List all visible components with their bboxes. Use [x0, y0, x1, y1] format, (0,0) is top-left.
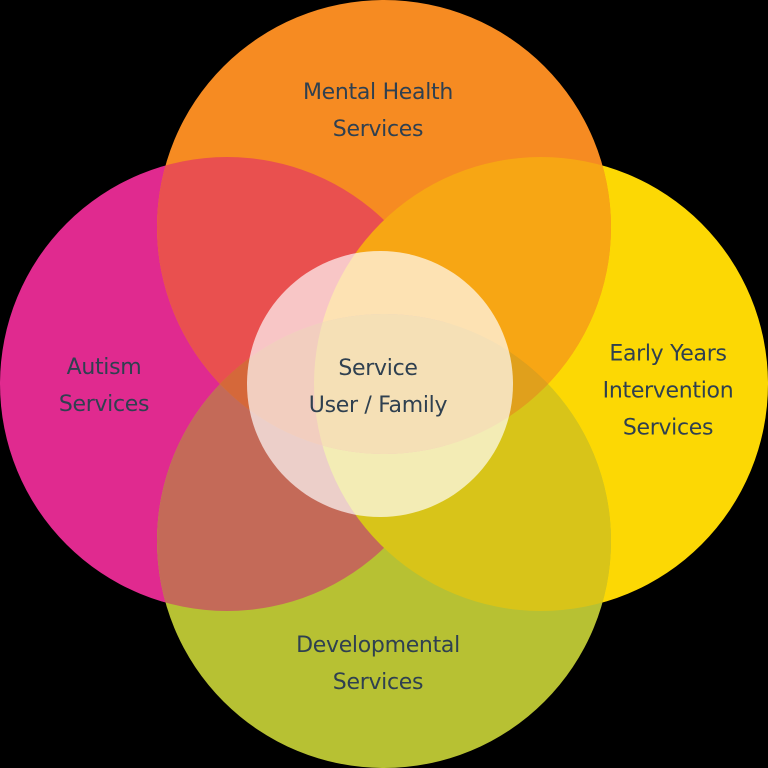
- label-early-years: Early Years Intervention Services: [602, 341, 734, 441]
- circle-service-user-family: [247, 251, 513, 517]
- label-autism: Autism Services: [58, 355, 150, 417]
- label-mental-health: Mental Health Services: [302, 80, 454, 142]
- label-developmental: Developmental Services: [296, 633, 460, 695]
- label-service-user-family: Service User / Family: [308, 356, 448, 418]
